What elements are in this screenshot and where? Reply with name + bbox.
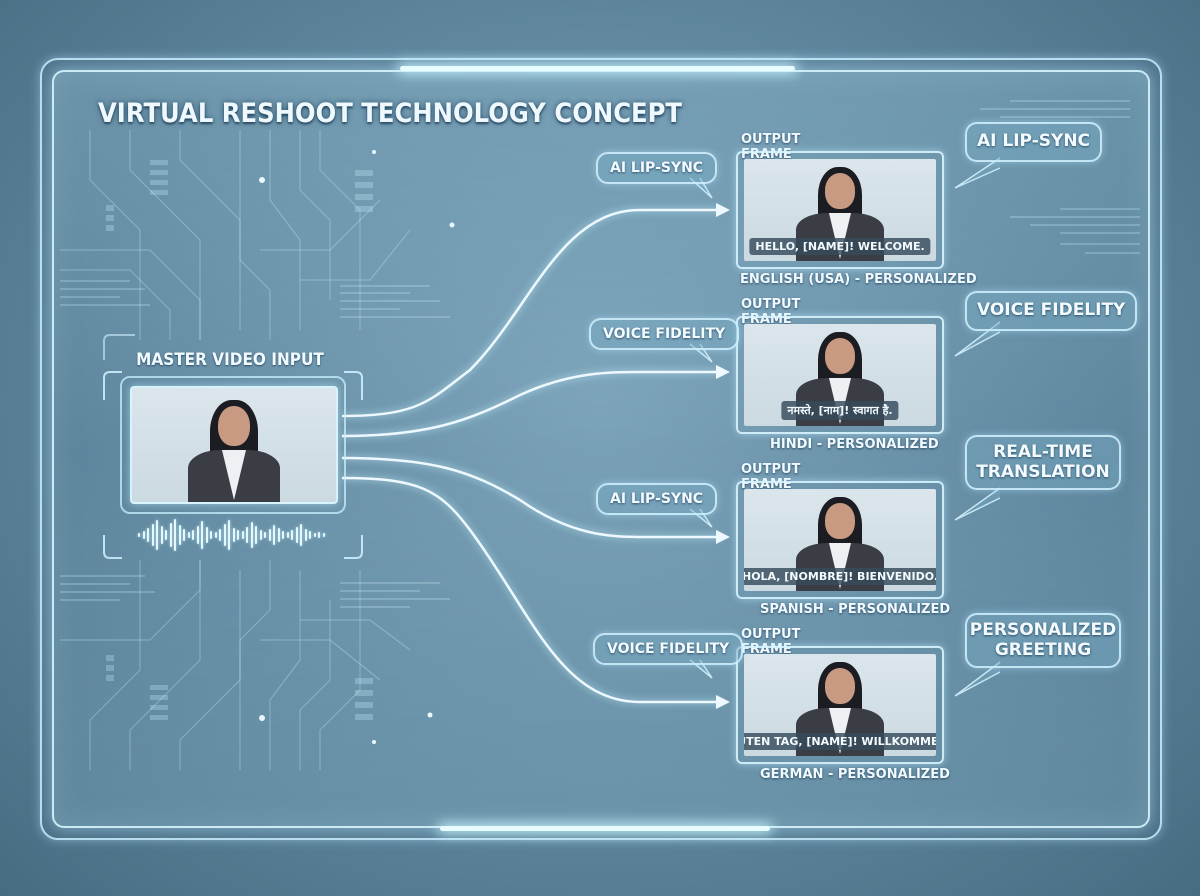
output-video: HELLO, [NAME]! WELCOME. (744, 159, 936, 261)
output-frame-english[interactable]: HELLO, [NAME]! WELCOME. (736, 151, 944, 269)
feature-bubble-ai-lip-sync: AI LIP-SYNC (965, 122, 1103, 162)
feature-bubble-real-time-translation: REAL-TIME TRANSLATION (965, 435, 1121, 491)
output-language-label: ENGLISH (USA) - PERSONALIZED (740, 272, 977, 287)
feature-bubble-line: REAL-TIME (993, 442, 1093, 462)
subtitle-caption: नमस्ते, [नाम]! स्वागत है. (781, 401, 899, 420)
tag-bubble-voice-fidelity: VOICE FIDELITY (593, 633, 744, 665)
feature-bubble-voice-fidelity: VOICE FIDELITY (965, 291, 1138, 331)
output-language-label: HINDI - PERSONALIZED (770, 437, 939, 452)
output-frame-german[interactable]: GUTEN TAG, [NAME]! WILLKOMMEN. (736, 646, 944, 764)
master-video-label: MASTER VIDEO INPUT (136, 350, 324, 370)
output-frame-label: OUTPUT FRAME (741, 132, 801, 162)
feature-bubble-line: PERSONALIZED (969, 620, 1117, 640)
feature-bubble-line: TRANSLATION (976, 461, 1110, 482)
feature-bubble-line: GREETING (994, 639, 1092, 660)
output-video: नमस्ते, [नाम]! स्वागत है. (744, 324, 936, 426)
output-language-label: SPANISH - PERSONALIZED (760, 602, 951, 617)
output-language-label: GERMAN - PERSONALIZED (760, 767, 950, 782)
page-title: VIRTUAL RESHOOT TECHNOLOGY CONCEPT (98, 98, 683, 129)
output-frame-spanish[interactable]: HOLA, [NOMBRE]! BIENVENIDO. (736, 481, 944, 599)
tag-bubble-voice-fidelity: VOICE FIDELITY (589, 318, 740, 350)
feature-bubble-personalized-greeting: PERSONALIZED GREETING (965, 613, 1121, 669)
presenter-image (184, 392, 284, 502)
tag-bubble-ai-lip-sync: AI LIP-SYNC (596, 483, 718, 515)
master-video-frame[interactable] (130, 386, 338, 504)
output-frame-label: OUTPUT FRAME (741, 297, 801, 327)
outer-frame (40, 58, 1162, 840)
output-frame-label: OUTPUT FRAME (741, 627, 801, 657)
master-bezel (120, 376, 346, 514)
subtitle-caption: HOLA, [NOMBRE]! BIENVENIDO. (744, 568, 936, 585)
tag-bubble-ai-lip-sync: AI LIP-SYNC (596, 152, 718, 184)
audio-waveform-icon (138, 518, 328, 552)
output-frame-hindi[interactable]: नमस्ते, [नाम]! स्वागत है. (736, 316, 944, 434)
output-video: HOLA, [NOMBRE]! BIENVENIDO. (744, 489, 936, 591)
output-video: GUTEN TAG, [NAME]! WILLKOMMEN. (744, 654, 936, 756)
subtitle-caption: HELLO, [NAME]! WELCOME. (749, 238, 931, 255)
top-glow-bar (400, 66, 795, 71)
output-frame-label: OUTPUT FRAME (741, 462, 801, 492)
bottom-glow-bar (440, 826, 770, 831)
subtitle-caption: GUTEN TAG, [NAME]! WILLKOMMEN. (744, 733, 936, 750)
